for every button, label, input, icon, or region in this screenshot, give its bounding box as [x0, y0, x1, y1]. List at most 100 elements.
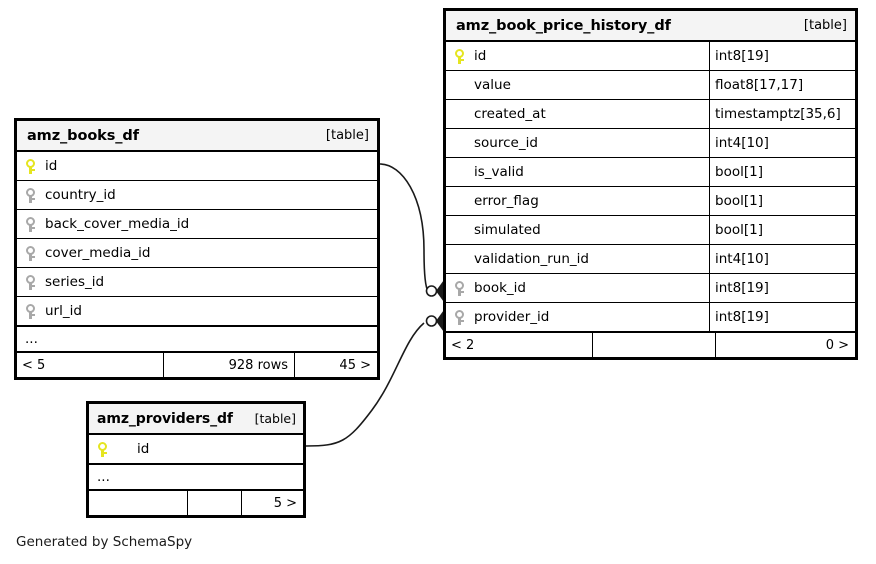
table-type-tag: [table]	[803, 18, 847, 33]
column-type-label: int8[19]	[715, 280, 769, 296]
column-type-label: int4[10]	[715, 251, 769, 267]
column-name-cell: error_flag	[446, 187, 709, 215]
column-type-label: bool[1]	[715, 164, 763, 180]
table-row-validation-run-id[interactable]: validation_run_id int4[10]	[446, 245, 855, 274]
table-row-provider-id[interactable]: provider_id int8[19]	[446, 303, 855, 332]
foreign-key-icon	[454, 280, 465, 296]
primary-key-icon	[97, 441, 108, 457]
column-type-cell: int8[19]	[709, 274, 855, 302]
table-row-value[interactable]: value float8[17,17]	[446, 71, 855, 100]
table-header: amz_providers_df [table]	[89, 404, 303, 435]
column-type-label: int8[19]	[715, 48, 769, 64]
table-title: amz_book_price_history_df	[456, 17, 671, 34]
table-title: amz_providers_df	[97, 410, 233, 427]
column-label: id	[137, 441, 150, 457]
column-label: back_cover_media_id	[45, 216, 190, 232]
table-title: amz_books_df	[27, 127, 139, 144]
column-label: provider_id	[474, 309, 550, 325]
table-type-tag: [table]	[254, 411, 296, 426]
table-row-simulated[interactable]: simulated bool[1]	[446, 216, 855, 245]
column-name-cell: created_at	[446, 100, 709, 128]
column-name-cell: provider_id	[446, 303, 709, 331]
table-amz-book-price-history-df[interactable]: amz_book_price_history_df [table] id int…	[443, 8, 858, 360]
table-row-url-id[interactable]: url_id	[17, 297, 377, 326]
foreign-key-icon	[25, 303, 36, 319]
foreign-key-icon	[25, 245, 36, 261]
column-name-cell: back_cover_media_id	[17, 210, 377, 238]
column-type-label: bool[1]	[715, 222, 763, 238]
foreign-key-icon	[25, 216, 36, 232]
footer-row-count: 928 rows	[163, 353, 294, 377]
column-type-cell: timestamptz[35,6]	[709, 100, 855, 128]
column-name-cell: book_id	[446, 274, 709, 302]
column-label: url_id	[45, 303, 82, 319]
column-type-cell: int8[19]	[709, 42, 855, 70]
table-row-is-valid[interactable]: is_valid bool[1]	[446, 158, 855, 187]
table-footer: 5 >	[89, 490, 303, 515]
column-type-cell: bool[1]	[709, 216, 855, 244]
table-amz-books-df[interactable]: amz_books_df [table] id country_id	[14, 118, 380, 380]
footer-child-count[interactable]: 0 >	[715, 333, 855, 357]
column-name-cell: country_id	[17, 181, 377, 209]
table-row-series-id[interactable]: series_id	[17, 268, 377, 297]
more-columns-indicator: ...	[17, 326, 377, 352]
footer-parent-count[interactable]: < 2	[451, 337, 475, 353]
column-label: error_flag	[474, 193, 539, 209]
relationship-books-to-price-history	[379, 163, 429, 292]
column-name-cell: cover_media_id	[17, 239, 377, 267]
ellipsis-label: ...	[97, 469, 110, 485]
foreign-key-icon	[25, 274, 36, 290]
ellipsis-label: ...	[25, 331, 38, 347]
table-header: amz_books_df [table]	[17, 121, 377, 152]
column-type-cell: float8[17,17]	[709, 71, 855, 99]
footer-row-count	[592, 333, 715, 357]
column-name-cell: is_valid	[446, 158, 709, 186]
column-name-cell: id	[17, 152, 377, 180]
table-row-back-cover-media-id[interactable]: back_cover_media_id	[17, 210, 377, 239]
table-row-error-flag[interactable]: error_flag bool[1]	[446, 187, 855, 216]
table-row-source-id[interactable]: source_id int4[10]	[446, 129, 855, 158]
column-name-cell: id	[446, 42, 709, 70]
column-type-label: float8[17,17]	[715, 77, 804, 93]
table-row-created-at[interactable]: created_at timestamptz[35,6]	[446, 100, 855, 129]
footer-child-count[interactable]: 5 >	[241, 491, 303, 515]
column-label: series_id	[45, 274, 105, 290]
footer-row-count	[187, 491, 241, 515]
table-row-book-id[interactable]: book_id int8[19]	[446, 274, 855, 303]
table-amz-providers-df[interactable]: amz_providers_df [table] id ... 5 >	[86, 401, 306, 518]
table-row-cover-media-id[interactable]: cover_media_id	[17, 239, 377, 268]
column-name-cell: simulated	[446, 216, 709, 244]
footer-parent-count[interactable]	[89, 491, 187, 515]
footer-child-count[interactable]: 45 >	[294, 353, 377, 377]
column-label: created_at	[474, 106, 546, 122]
column-type-label: timestamptz[35,6]	[715, 106, 841, 122]
column-type-label: bool[1]	[715, 193, 763, 209]
column-name-cell: series_id	[17, 268, 377, 296]
table-row-country-id[interactable]: country_id	[17, 181, 377, 210]
column-type-cell: int4[10]	[709, 129, 855, 157]
table-row-id[interactable]: id	[89, 435, 303, 464]
column-label: value	[474, 77, 511, 93]
column-type-cell: int4[10]	[709, 245, 855, 273]
column-name-cell: validation_run_id	[446, 245, 709, 273]
table-type-tag: [table]	[325, 128, 369, 143]
column-name-cell: value	[446, 71, 709, 99]
footer-parent-count[interactable]: < 5	[22, 357, 46, 373]
column-label: is_valid	[474, 164, 524, 180]
column-label: source_id	[474, 135, 538, 151]
column-label: book_id	[474, 280, 526, 296]
table-row-id[interactable]: id	[17, 152, 377, 181]
column-type-cell: int8[19]	[709, 303, 855, 331]
column-label: simulated	[474, 222, 541, 238]
foreign-key-icon	[454, 309, 465, 325]
table-footer: < 5 928 rows 45 >	[17, 352, 377, 377]
column-name-cell: source_id	[446, 129, 709, 157]
column-type-cell: bool[1]	[709, 187, 855, 215]
column-type-label: int8[19]	[715, 309, 769, 325]
table-footer: < 2 0 >	[446, 332, 855, 357]
table-row-id[interactable]: id int8[19]	[446, 42, 855, 71]
primary-key-icon	[25, 158, 36, 174]
column-type-cell: bool[1]	[709, 158, 855, 186]
column-label: country_id	[45, 187, 116, 203]
